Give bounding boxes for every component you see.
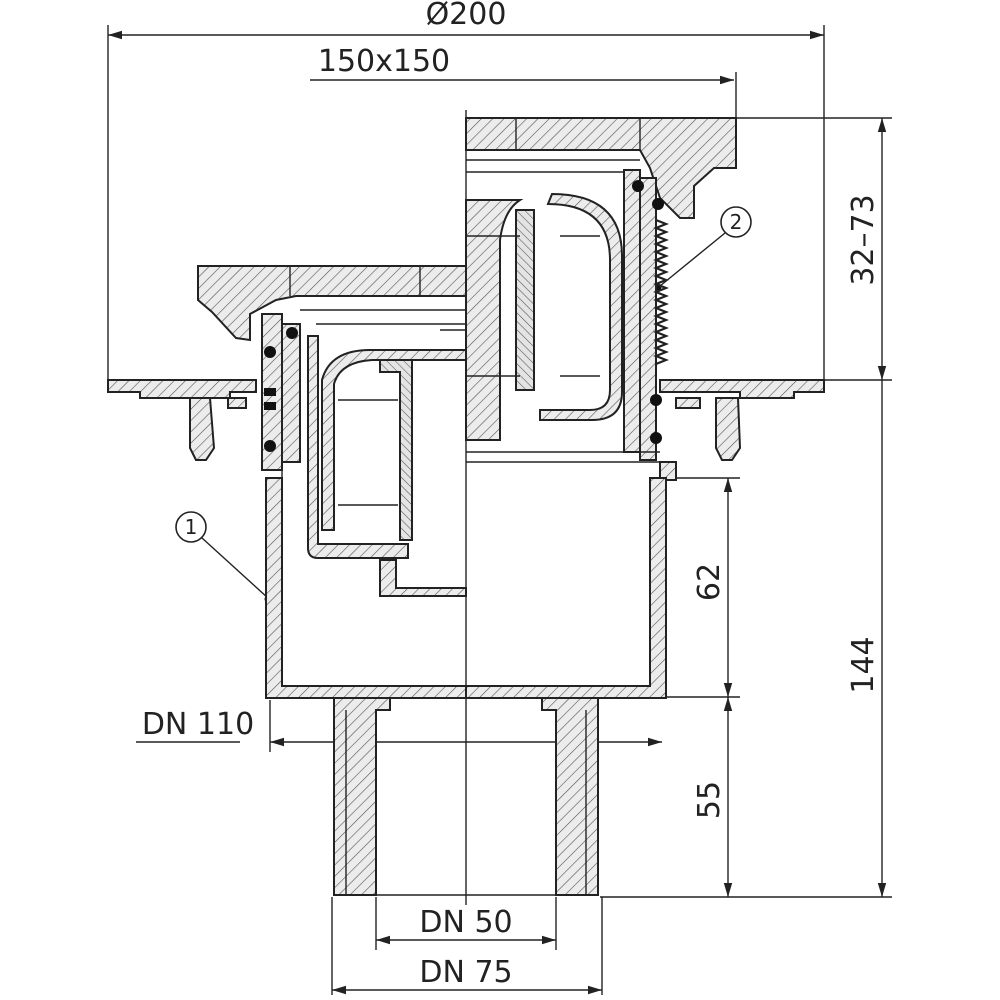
drain-right-half bbox=[465, 117, 825, 699]
dim-outlet-height: 55 bbox=[692, 781, 727, 819]
callout-1: 1 bbox=[175, 511, 272, 603]
rib-teeth bbox=[653, 218, 669, 366]
callout-2-label: 2 bbox=[730, 210, 743, 234]
dim-adjustment-range: 32–73 bbox=[846, 194, 881, 285]
dim-inner-dn: DN 50 bbox=[419, 905, 512, 940]
outlet-pipe bbox=[333, 697, 599, 896]
dim-grate-size: 150x150 bbox=[318, 44, 450, 79]
callout-1-label: 1 bbox=[185, 515, 198, 539]
dimension-lines bbox=[107, 25, 892, 995]
drain-left-half bbox=[107, 265, 467, 699]
dim-body-dn: DN 110 bbox=[142, 707, 254, 742]
dim-outer-dn: DN 75 bbox=[419, 955, 512, 990]
dim-body-height: 62 bbox=[692, 563, 727, 601]
dimension-labels: Ø200 150x150 32–73 144 62 55 DN 110 DN 5… bbox=[142, 0, 881, 990]
dim-total-height: 144 bbox=[846, 636, 881, 693]
callout-2: 2 bbox=[654, 206, 752, 291]
dim-overall-diameter: Ø200 bbox=[426, 0, 507, 32]
